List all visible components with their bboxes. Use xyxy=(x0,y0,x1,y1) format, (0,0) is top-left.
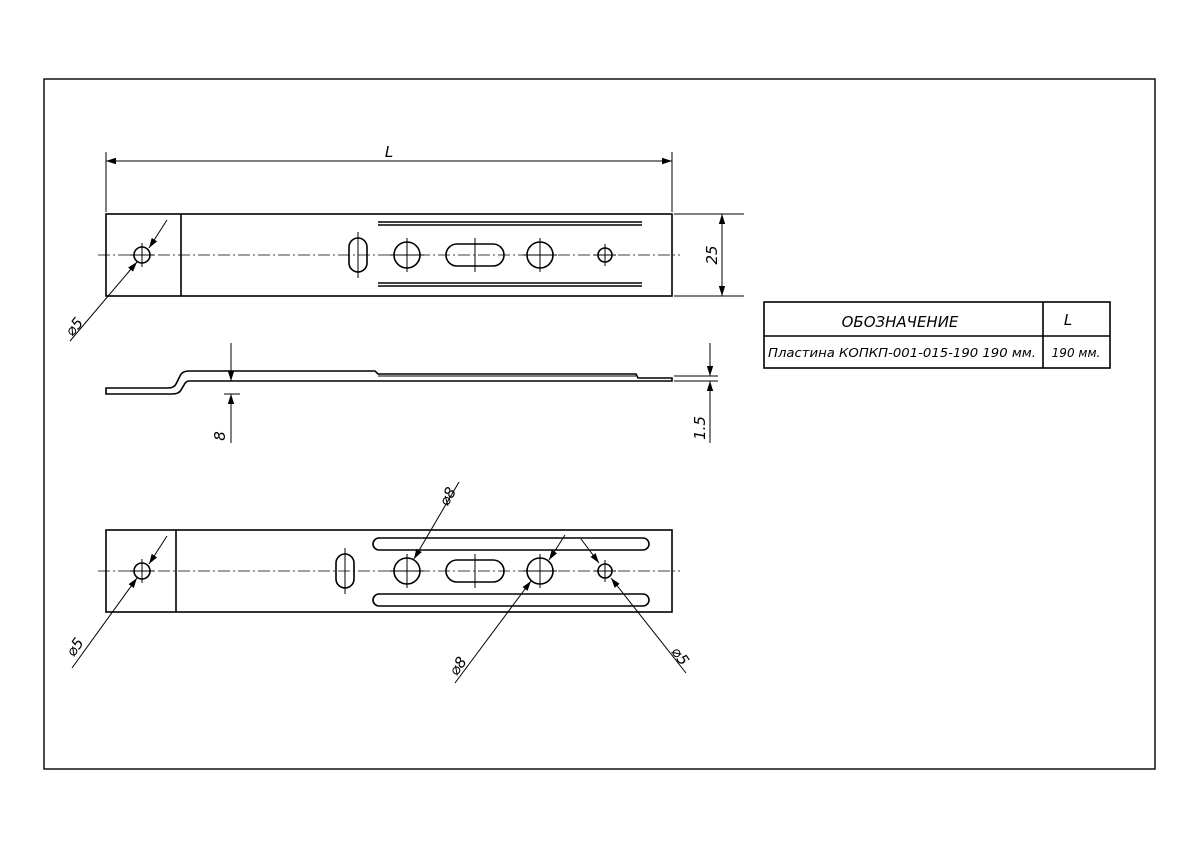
side-view: 8 1.5 xyxy=(105,343,718,443)
leader-hole-small-left-bottom xyxy=(71,577,138,669)
leader-hole-large-lower xyxy=(454,580,532,684)
spec-row-length: 190 мм. xyxy=(1052,346,1101,360)
dim-label-offset: 8 xyxy=(211,431,229,441)
leader-hole-large-upper xyxy=(413,481,460,560)
top-view: L 25 ⌀5 xyxy=(61,143,744,342)
bottom-view: ⌀5 ⌀8 ⌀8 ⌀5 xyxy=(62,481,693,684)
label-hole-small-right: ⌀5 xyxy=(667,643,692,669)
rib-lower-bottom xyxy=(372,593,650,607)
label-hole-large-lower: ⌀8 xyxy=(445,653,470,679)
dim-label-width: 25 xyxy=(703,245,721,264)
leader-hole-small-right xyxy=(610,577,687,674)
spec-row-designation: Пластина КОПКП-001-015-190 190 мм. xyxy=(768,346,1036,360)
dim-label-length: L xyxy=(385,143,393,161)
spec-table: ОБОЗНАЧЕНИЕ L Пластина КОПКП-001-015-190… xyxy=(763,301,1111,369)
dim-label-thickness: 1.5 xyxy=(691,416,709,440)
spec-header-designation: ОБОЗНАЧЕНИЕ xyxy=(842,313,959,331)
label-hole-large-upper: ⌀8 xyxy=(435,484,460,509)
leader-hole-small-top xyxy=(69,261,138,342)
spec-header-length: L xyxy=(1064,311,1072,329)
label-hole-small-top: ⌀5 xyxy=(61,314,87,340)
rib-upper-bottom xyxy=(372,537,650,551)
plate-profile-side xyxy=(105,370,673,395)
drawing-frame xyxy=(43,78,1156,770)
label-hole-small-left-bottom: ⌀5 xyxy=(62,634,87,660)
